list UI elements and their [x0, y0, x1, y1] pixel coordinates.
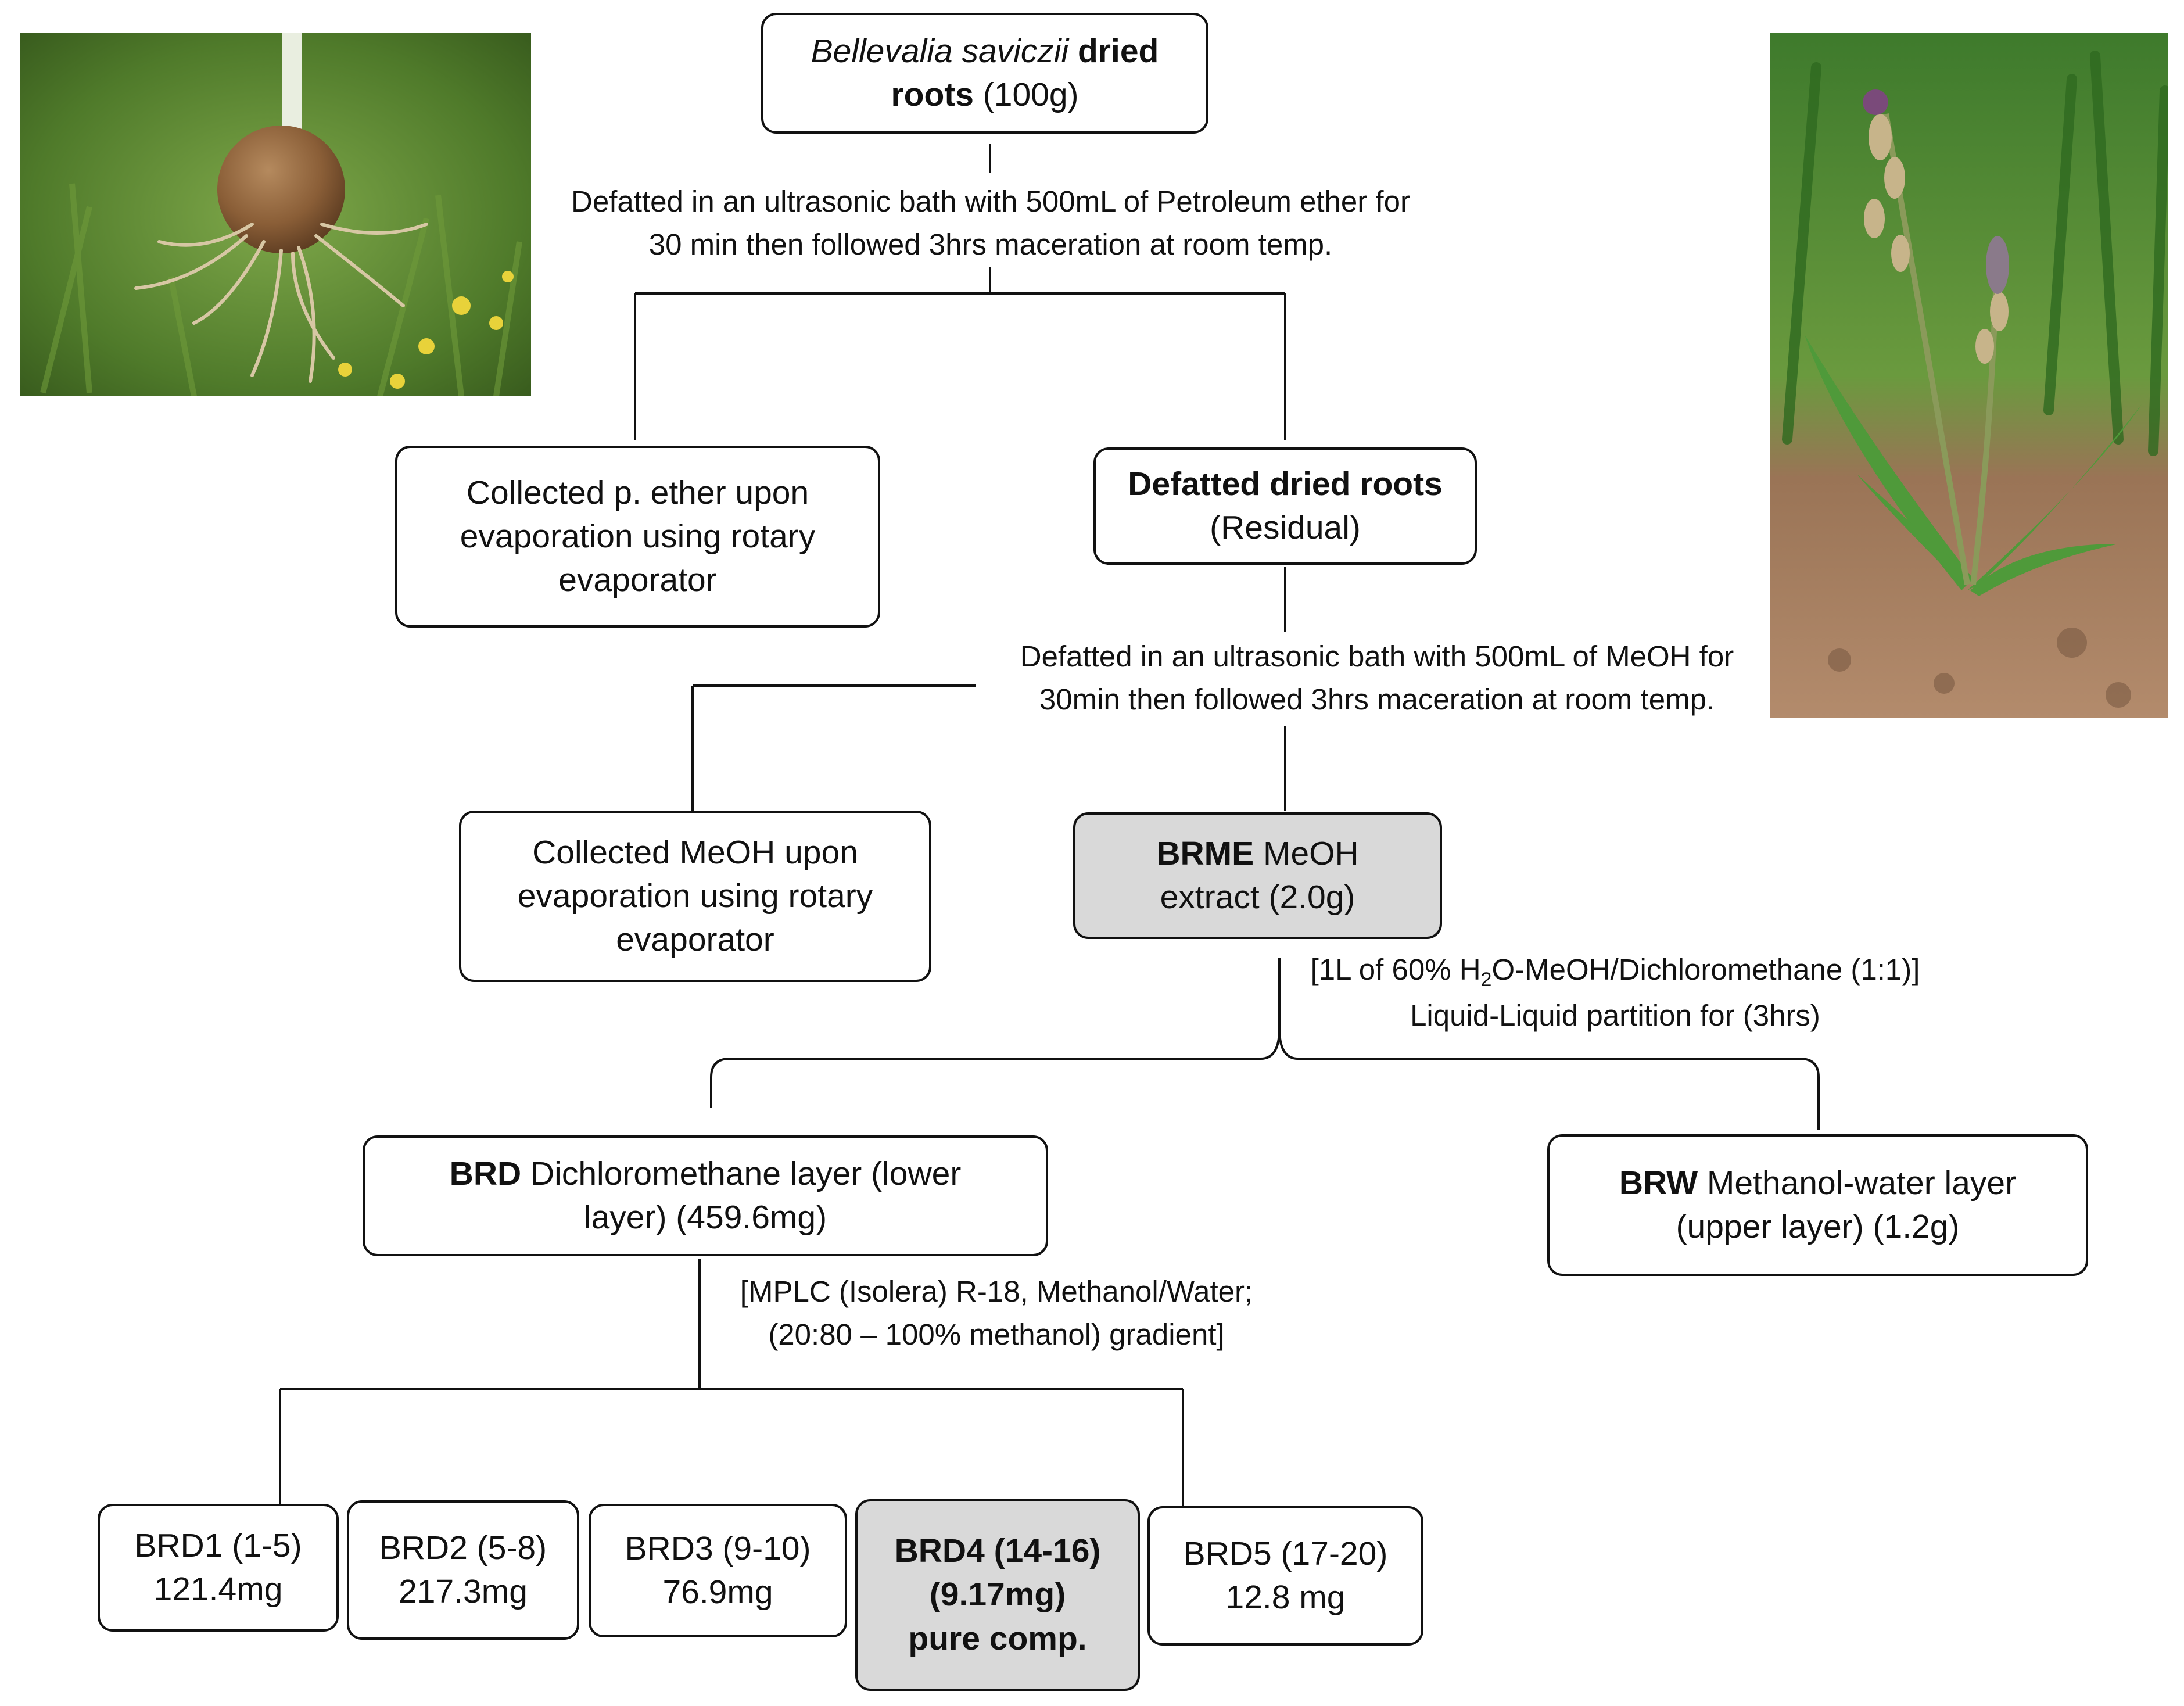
fraction-brd3-box: BRD3 (9-10) 76.9mg: [589, 1504, 847, 1637]
root-bulb-photo: [20, 33, 531, 396]
fraction-brd2-box: BRD2 (5-8) 217.3mg: [347, 1500, 579, 1640]
fraction-brd5-box: BRD5 (17-20) 12.8 mg: [1147, 1506, 1423, 1646]
defatted-roots-box: Defatted dried roots (Residual): [1093, 447, 1477, 565]
step2-extraction-note: Defatted in an ultrasonic bath with 500m…: [1020, 640, 1734, 716]
fraction-brd4-pure-box: BRD4 (14-16) (9.17mg) pure comp.: [855, 1499, 1140, 1691]
flowering-plant-photo: [1770, 33, 2168, 718]
brw-methanol-water-box: BRW Methanol-water layer (upper layer) (…: [1547, 1134, 2088, 1276]
start-box-dried-roots: Bellevalia saviczii dried roots (100g): [761, 13, 1208, 134]
fraction-brd1-box: BRD1 (1-5) 121.4mg: [98, 1504, 339, 1632]
brme-extract-box: BRME MeOH extract (2.0g): [1073, 812, 1442, 939]
meoh-collected-box: Collected MeOH upon evaporation using ro…: [459, 811, 931, 982]
brd-dichloromethane-box: BRD Dichloromethane layer (lower layer) …: [363, 1135, 1048, 1256]
connector-brace-split: [710, 1028, 1820, 1130]
pether-collected-box: Collected p. ether upon evaporation usin…: [395, 446, 880, 628]
step1-extraction-note: Defatted in an ultrasonic bath with 500m…: [571, 185, 1410, 261]
mplc-note: [MPLC (Isolera) R-18, Methanol/Water; (2…: [740, 1275, 1253, 1351]
partition-note: [1L of 60% H2O-MeOH/Dichloromethane (1:1…: [1310, 953, 1920, 1033]
